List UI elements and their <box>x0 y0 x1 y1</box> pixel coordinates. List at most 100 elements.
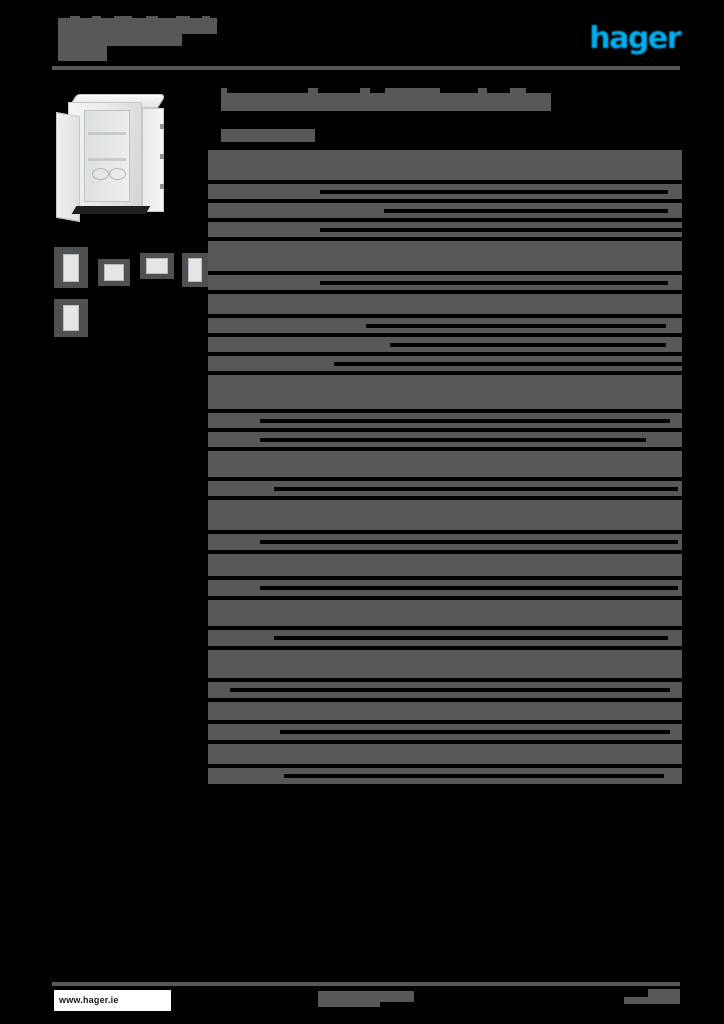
spec-value <box>366 323 666 328</box>
spec-label <box>208 500 244 530</box>
spec-value <box>334 361 682 366</box>
spec-label <box>208 337 374 352</box>
spec-value <box>230 688 670 692</box>
table-row <box>208 630 682 646</box>
spec-value <box>320 227 682 232</box>
table-row <box>208 294 682 314</box>
list-item[interactable] <box>182 253 208 287</box>
spec-value <box>260 586 678 590</box>
section-title-ascender <box>221 88 227 94</box>
spec-label <box>208 702 244 720</box>
row-separator <box>208 550 682 554</box>
footer-page-number-notch <box>624 989 648 997</box>
spec-label <box>208 318 350 333</box>
footer-website-url[interactable]: www.hager.ie <box>54 990 171 1011</box>
row-separator <box>208 646 682 650</box>
spec-value <box>260 437 646 442</box>
spec-label <box>208 275 304 290</box>
row-separator <box>208 371 682 375</box>
spec-label <box>208 650 244 678</box>
section-title-ascender <box>308 88 318 94</box>
spec-label <box>208 222 304 237</box>
spec-label <box>208 451 244 477</box>
spec-label <box>208 768 244 784</box>
table-row <box>208 375 682 409</box>
row-separator <box>208 199 682 203</box>
table-row <box>208 275 682 290</box>
footer-center-subtext <box>318 1002 380 1007</box>
spec-value <box>260 418 670 423</box>
spec-label <box>208 356 318 371</box>
list-item[interactable] <box>140 253 174 279</box>
spec-value <box>320 280 668 285</box>
table-row <box>208 744 682 764</box>
spec-label <box>208 744 244 764</box>
table-row <box>208 580 682 596</box>
product-thumbnail-strip <box>54 247 208 337</box>
row-separator <box>208 237 682 241</box>
subsection-title <box>221 129 315 142</box>
spec-label <box>208 724 244 740</box>
table-row <box>208 534 682 550</box>
spec-value <box>320 189 668 194</box>
spec-label <box>208 481 268 496</box>
hager-logo[interactable]: hager <box>584 21 681 56</box>
table-row <box>208 356 682 371</box>
spec-label <box>208 682 244 698</box>
row-separator <box>208 271 682 275</box>
table-row <box>208 432 682 447</box>
section-title-ascender <box>510 88 526 94</box>
row-separator <box>208 477 682 481</box>
section-title-ascender <box>360 88 370 94</box>
spec-label <box>208 294 304 314</box>
spec-value <box>260 540 678 544</box>
row-separator <box>208 764 682 768</box>
footer-divider <box>52 982 680 986</box>
row-separator <box>208 218 682 222</box>
hager-logo-wordmark: hager <box>589 21 681 56</box>
spec-value <box>390 342 666 347</box>
row-separator <box>208 720 682 724</box>
spec-label <box>208 534 244 550</box>
table-row <box>208 768 682 784</box>
row-separator <box>208 428 682 432</box>
spec-value <box>384 208 668 213</box>
list-item[interactable] <box>54 247 88 288</box>
row-separator <box>208 678 682 682</box>
table-row <box>208 682 682 698</box>
section-title-ascender <box>478 88 487 94</box>
table-row <box>208 184 682 199</box>
spec-label <box>208 203 368 218</box>
list-item[interactable] <box>54 299 88 337</box>
spec-label <box>208 432 244 447</box>
row-separator <box>208 409 682 413</box>
table-row <box>208 481 682 496</box>
spec-value <box>274 486 678 491</box>
row-separator <box>208 530 682 534</box>
row-separator <box>208 333 682 337</box>
document-title-line-2 <box>58 32 182 46</box>
row-separator <box>208 180 682 184</box>
spec-label <box>208 241 304 271</box>
row-separator <box>208 290 682 294</box>
document-title-line-3 <box>58 46 107 61</box>
section-title <box>221 93 551 111</box>
spec-label <box>208 630 244 646</box>
row-separator <box>208 596 682 600</box>
table-row <box>208 500 682 530</box>
spec-label <box>208 375 304 409</box>
table-row <box>208 337 682 352</box>
header-divider <box>52 66 680 70</box>
row-separator <box>208 740 682 744</box>
table-row <box>208 554 682 576</box>
table-row <box>208 222 682 237</box>
row-separator <box>208 698 682 702</box>
table-row <box>208 650 682 678</box>
specification-table <box>208 150 682 788</box>
spec-label <box>208 413 244 428</box>
row-separator <box>208 496 682 500</box>
table-row <box>208 451 682 477</box>
table-row <box>208 150 682 180</box>
list-item[interactable] <box>98 259 130 286</box>
